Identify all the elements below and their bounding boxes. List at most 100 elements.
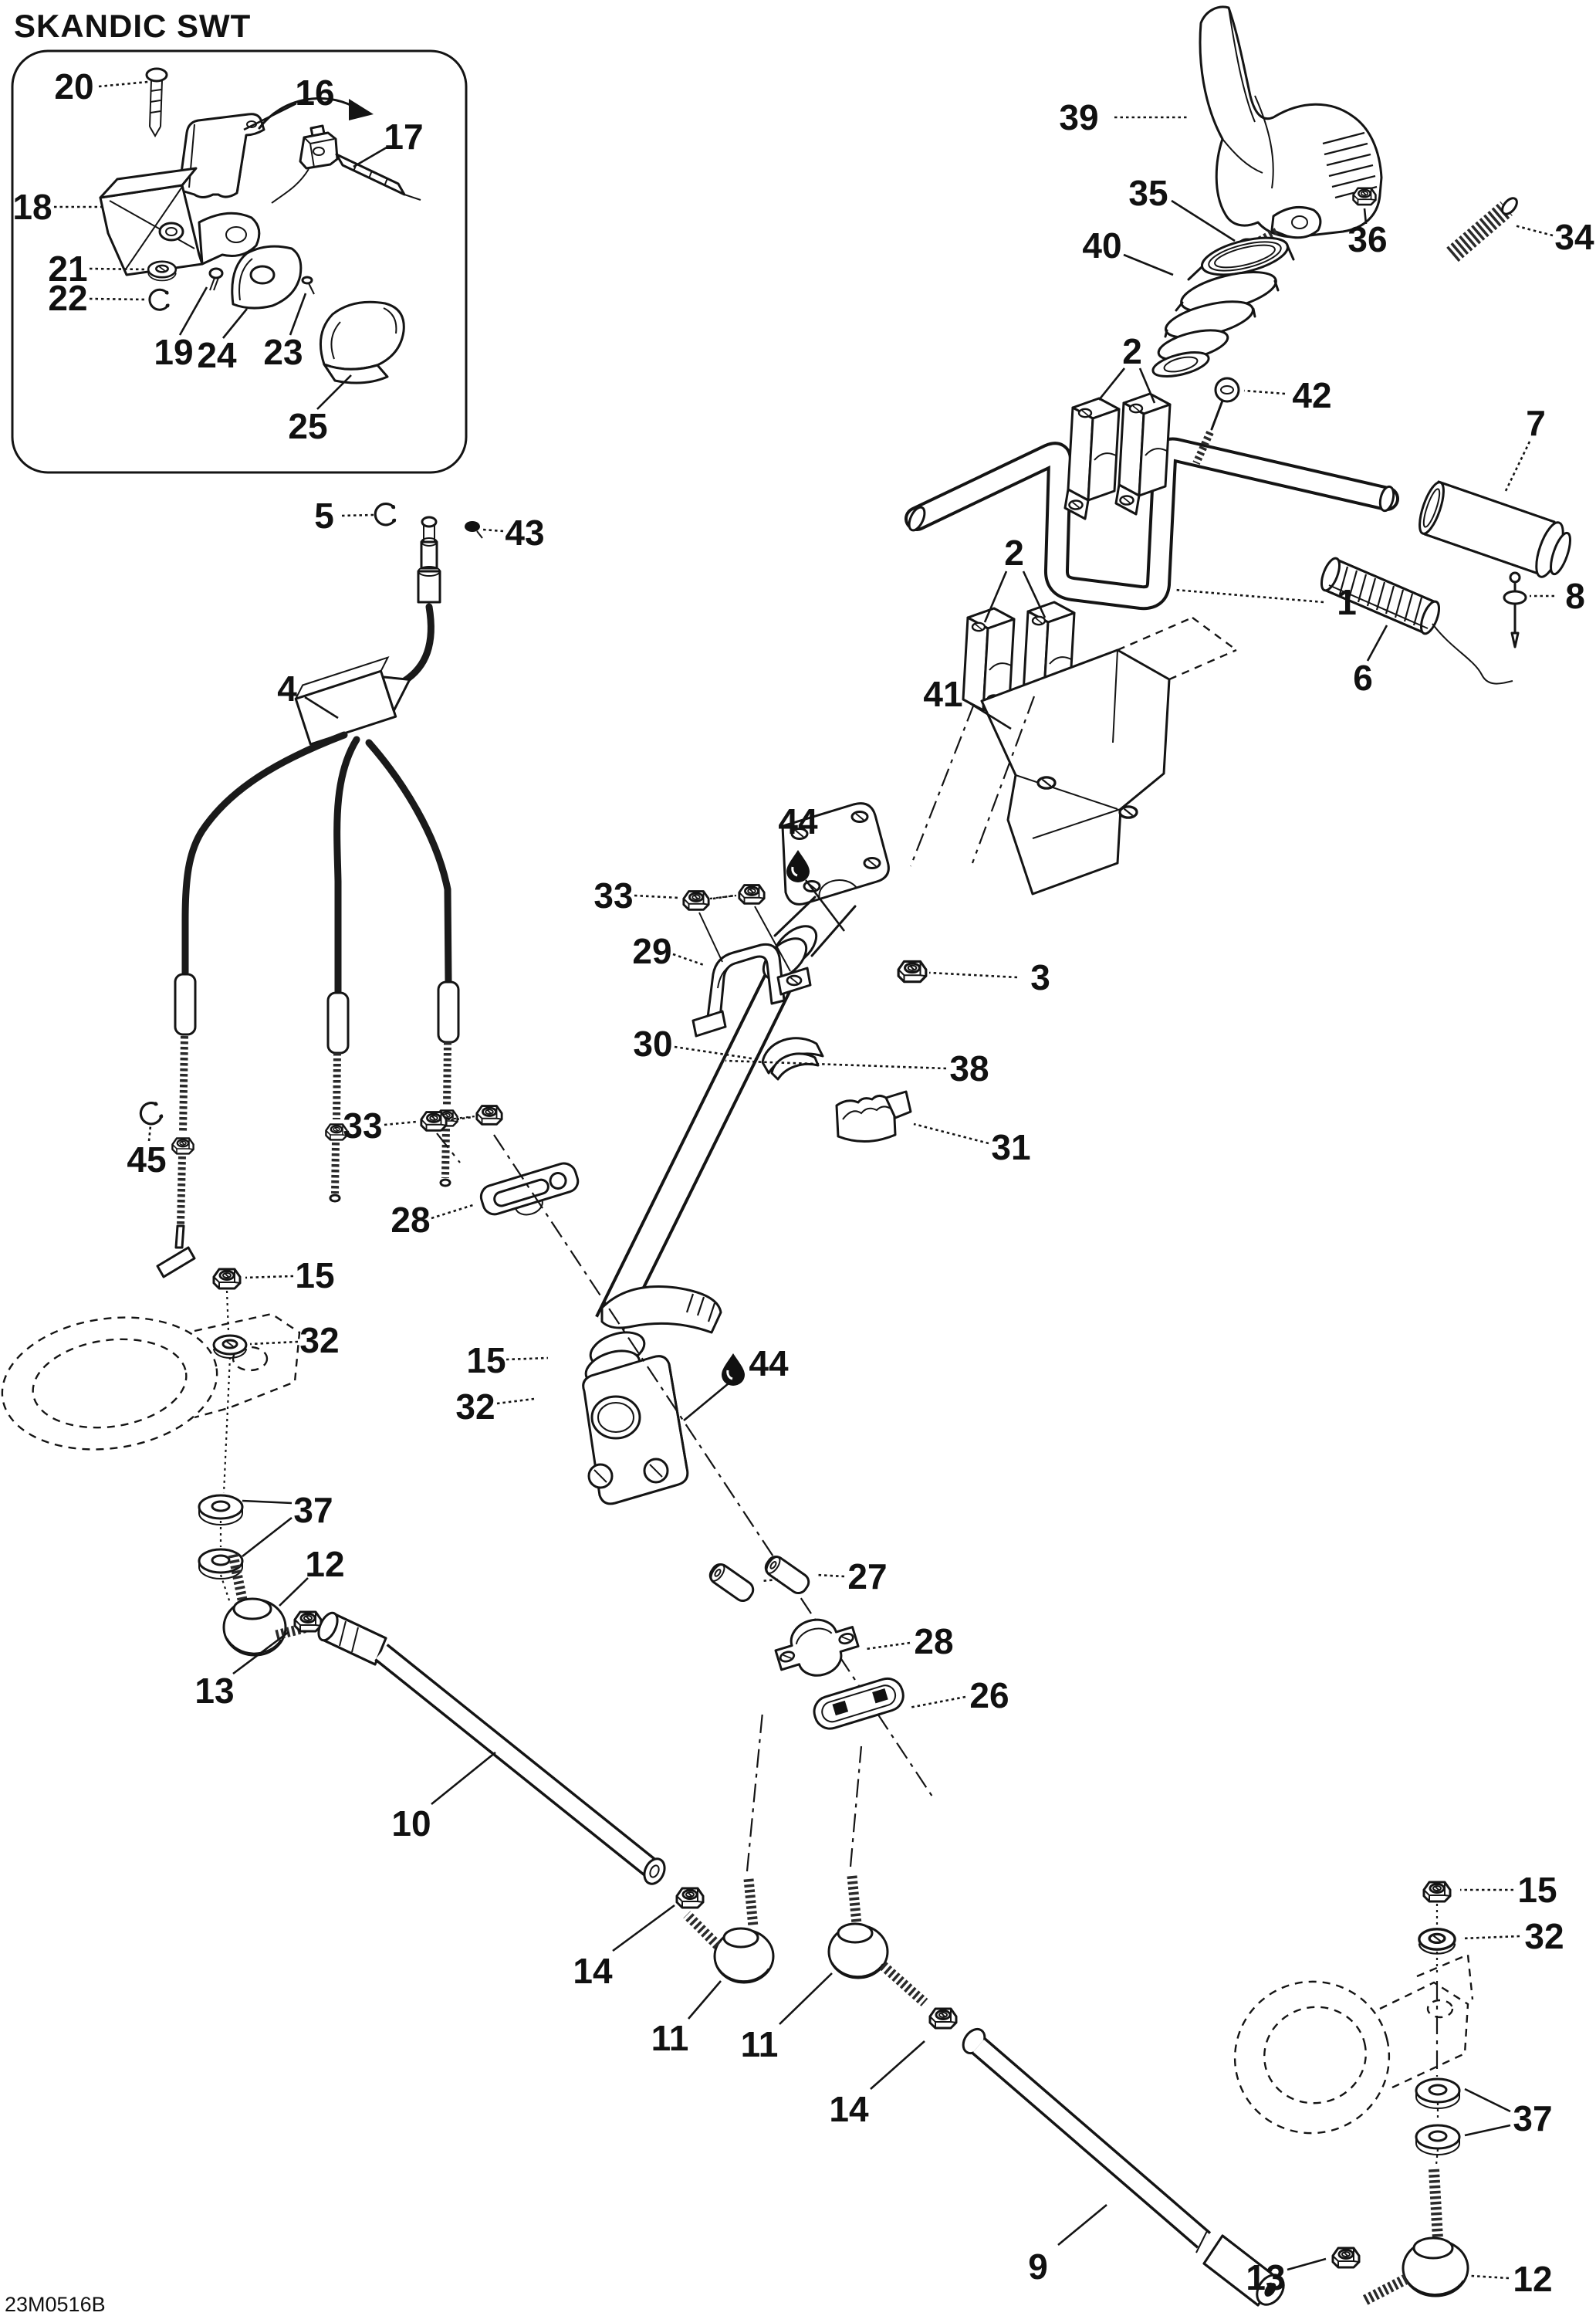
- callout-number-25: 25: [288, 406, 327, 446]
- leader-line-27: [816, 1573, 845, 1578]
- leader-line-32: [1461, 1935, 1520, 1940]
- callout-number-29: 29: [632, 931, 671, 971]
- callout-14: 14: [573, 1904, 675, 1991]
- callout-6: 6: [1353, 625, 1388, 698]
- callout-41: 41: [923, 674, 1012, 730]
- callout-44: 44: [683, 1343, 789, 1422]
- leader-line-42: [1243, 389, 1286, 395]
- callout-2: 2: [983, 533, 1047, 623]
- callout-number-42: 42: [1292, 375, 1331, 415]
- bushing-19-drawing: [208, 267, 224, 291]
- tie-rod-end-12-right-drawing: [1361, 2169, 1469, 2306]
- callout-number-8: 8: [1565, 576, 1585, 616]
- callout-26: 26: [908, 1675, 1009, 1715]
- inset-detail-box: [11, 49, 468, 474]
- leader-line-32: [249, 1340, 299, 1346]
- callout-number-30: 30: [633, 1024, 672, 1064]
- callout-number-12: 12: [305, 1544, 344, 1584]
- tie-rod-9-drawing: [962, 2027, 1285, 2307]
- callout-number-28: 28: [391, 1200, 430, 1240]
- leader-line-28: [865, 1641, 911, 1651]
- callout-number-2: 2: [1122, 331, 1142, 371]
- callout-number-45: 45: [127, 1139, 166, 1180]
- leader-line-36: [1363, 208, 1368, 225]
- console-39-drawing: [1199, 5, 1383, 239]
- leader-line-33: [450, 1116, 473, 1122]
- callout-number-44: 44: [749, 1343, 789, 1383]
- leader-line-33: [634, 894, 680, 899]
- leader-line-38: [725, 1059, 947, 1070]
- callout-number-3: 3: [1030, 957, 1050, 997]
- washer-21-drawing: [147, 260, 178, 282]
- cable-adjuster-a: [156, 973, 197, 1278]
- callout-number-33: 33: [343, 1106, 382, 1146]
- callout-27: 27: [760, 1556, 888, 1596]
- callout-8: 8: [1530, 576, 1585, 616]
- callout-number-23: 23: [263, 332, 303, 372]
- callout-37: 37: [1464, 2087, 1553, 2138]
- spacer-27-b-drawing: [761, 1552, 813, 1598]
- leader-line-33: [384, 1120, 418, 1126]
- callout-14: 14: [829, 2040, 925, 2129]
- callout-3: 3: [928, 957, 1050, 997]
- leader-line-28: [431, 1203, 476, 1220]
- callout-16: 16: [243, 73, 335, 131]
- callout-number-31: 31: [991, 1127, 1030, 1167]
- riser-clamp-upper-right-drawing: [1114, 392, 1172, 516]
- callout-33: 33: [593, 875, 735, 916]
- callout-number-44: 44: [778, 801, 818, 841]
- callout-30: 30: [633, 1024, 757, 1064]
- clamp-31-drawing: [835, 1090, 912, 1143]
- callout-13: 13: [1246, 2257, 1327, 2297]
- steering-arm-plate-drawing: [582, 1355, 689, 1505]
- screw-23-drawing: [301, 276, 315, 295]
- leader-line-14: [870, 2040, 925, 2090]
- callout-number-2: 2: [1004, 533, 1024, 573]
- tie-rod-10-drawing: [317, 1611, 666, 1885]
- callout-17: 17: [353, 117, 424, 168]
- callout-number-14: 14: [829, 2089, 869, 2129]
- leader-line-3: [928, 971, 1018, 979]
- callout-44: 44: [778, 801, 846, 932]
- callout-11: 11: [741, 1972, 833, 2064]
- e-clip-45-drawing: [136, 1099, 166, 1129]
- leader-line-11: [688, 1980, 722, 2020]
- callout-number-15: 15: [466, 1340, 506, 1380]
- callout-number-6: 6: [1353, 658, 1373, 698]
- callout-number-15: 15: [295, 1255, 334, 1295]
- callout-number-19: 19: [154, 332, 193, 372]
- callout-number-39: 39: [1059, 97, 1098, 137]
- leader-line-7: [1503, 441, 1531, 493]
- spacer-27-a-drawing: [705, 1559, 758, 1606]
- callout-15: 15: [466, 1340, 549, 1380]
- support-bracket-41-drawing: [909, 616, 1237, 896]
- leader-line-44: [804, 879, 846, 932]
- nut-33-upper-b-drawing: [738, 884, 766, 905]
- leader-line-34: [1513, 224, 1554, 237]
- leader-line-20: [98, 80, 149, 88]
- nut-13-left-drawing: [293, 1610, 323, 1633]
- leader-line-31: [913, 1122, 989, 1145]
- washer-32-left-drawing: [212, 1334, 248, 1359]
- callout-number-37: 37: [1513, 2098, 1552, 2138]
- callout-number-33: 33: [593, 875, 633, 916]
- nut-33-lower-b-drawing: [475, 1105, 503, 1126]
- callout-43: 43: [482, 513, 545, 553]
- housing-18-drawing: [99, 167, 261, 276]
- leader-line-6: [1366, 625, 1388, 662]
- cable-adjuster-b: [325, 991, 350, 1203]
- e-clip-22-drawing: [148, 288, 171, 311]
- leader-line-35: [1171, 199, 1236, 242]
- callout-number-16: 16: [295, 73, 334, 113]
- cable-cap-43-drawing: [465, 521, 483, 539]
- leader-line-37: [1464, 2124, 1511, 2137]
- callout-23: 23: [263, 293, 307, 372]
- callout-number-24: 24: [197, 335, 237, 375]
- ball-joint-11-right-drawing: [827, 1745, 928, 2006]
- callout-number-32: 32: [455, 1387, 495, 1427]
- leader-line-26: [908, 1695, 966, 1709]
- callout-number-18: 18: [12, 187, 52, 227]
- leader-line-45: [147, 1125, 152, 1142]
- callout-number-34: 34: [1554, 217, 1594, 257]
- callout-number-13: 13: [194, 1671, 234, 1711]
